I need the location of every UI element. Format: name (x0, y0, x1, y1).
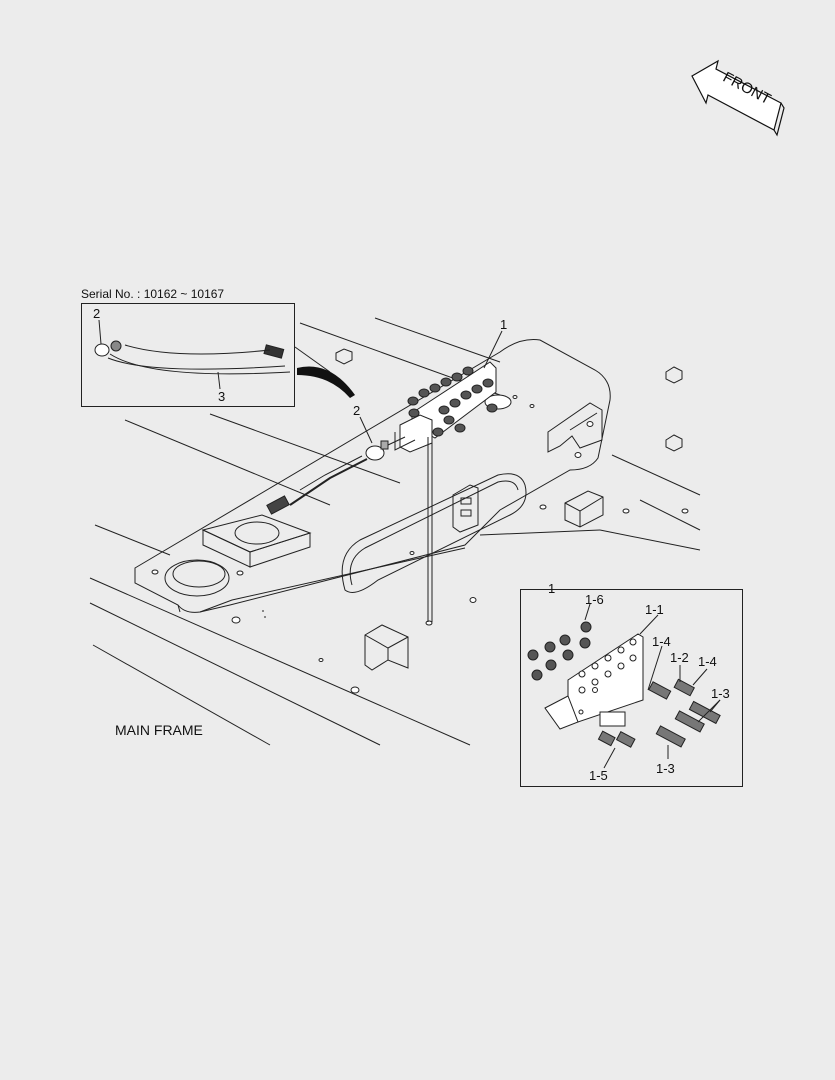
callout-1-1: 1-1 (645, 602, 664, 617)
callout-detail-1: 1 (548, 581, 556, 596)
main-frame-drawing (89, 317, 701, 746)
callout-1-5: 1-5 (589, 768, 608, 783)
inset-fittings-drawing (527, 603, 721, 769)
main-frame-label: MAIN FRAME (115, 722, 203, 738)
callout-1-6: 1-6 (585, 592, 604, 607)
callout-2: 2 (353, 403, 361, 418)
callout-2-inset: 2 (93, 306, 101, 321)
detail-inset-frame (520, 589, 743, 787)
callout-1-3a: 1-3 (711, 686, 730, 701)
callout-1-3b: 1-3 (656, 761, 675, 776)
callout-1-4a: 1-4 (652, 634, 671, 649)
pressure-switch (266, 436, 406, 515)
front-arrow-icon: FRONT (691, 59, 785, 137)
serial-note: Serial No. : 10162 ~ 10167 (81, 287, 225, 301)
callout-3: 3 (218, 389, 226, 404)
callout-1: 1 (500, 317, 508, 332)
inset-pointer-icon (297, 366, 355, 398)
serial-inset-frame (81, 303, 295, 407)
inset-harness-drawing (94, 319, 291, 390)
callout-1-4b: 1-4 (698, 654, 717, 669)
leader-lines (359, 330, 503, 444)
distribution-block (394, 361, 498, 622)
callout-1-2: 1-2 (670, 650, 689, 665)
